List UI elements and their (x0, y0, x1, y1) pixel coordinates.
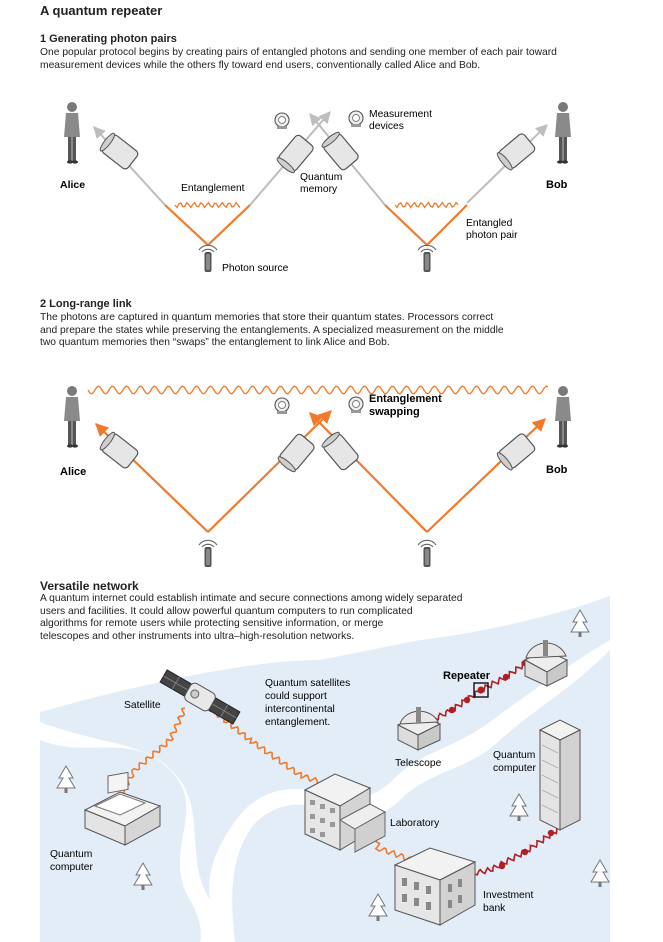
telescope-icon (396, 707, 442, 751)
section2-desc-line1: The photons are captured in quantum memo… (40, 312, 494, 323)
quantum-computer-right-icon (538, 719, 582, 831)
bob-label-2: Bob (546, 464, 568, 476)
investment-bank-icon (393, 847, 477, 926)
investment-bank-label-1: Investment (483, 890, 534, 901)
satellite-note-3: intercontinental (265, 704, 335, 715)
section1-desc-line2: measurement devices while the others fly… (40, 59, 481, 71)
repeater-node-icon (477, 686, 485, 694)
alice-label: Alice (60, 179, 85, 191)
quantum-computer-left-icon (83, 771, 162, 846)
section2-heading: 2 Long-range link (40, 298, 132, 310)
section1-diagram: Alice Bob Entanglement Quantum memory Me… (60, 102, 571, 274)
quantum-computer-left-label-2: computer (50, 862, 93, 873)
laboratory-icon (303, 773, 387, 853)
quantum-memory-label-1: Quantum (300, 172, 342, 183)
swap-detector-right-icon (348, 396, 364, 414)
link-to-swap-left (309, 412, 428, 533)
satellite-icon (159, 669, 241, 725)
memory-center-right (319, 129, 361, 172)
detector-right-icon (348, 110, 364, 128)
repeater-nodes (448, 659, 555, 870)
alice-memory-2 (97, 430, 140, 471)
section3-desc-line2: users and facilities. It could allow pow… (40, 605, 413, 617)
alice-figure (64, 102, 80, 164)
entanglement-label: Entanglement (181, 183, 245, 194)
section3-desc-line4: telescopes and other instruments into ul… (40, 630, 355, 642)
section3-desc-line3: algorithms for remote users while protec… (40, 618, 384, 629)
section3-heading: Versatile network (40, 579, 139, 593)
telescope-label: Telescope (395, 758, 442, 769)
section1-desc-line1: One popular protocol begins by creating … (40, 47, 557, 58)
measurement-devices-label-1: Measurement (369, 109, 432, 120)
link-quantum-computer-bank (475, 826, 561, 876)
investment-bank-label-2: bank (483, 903, 506, 914)
detector-left-icon (274, 112, 290, 130)
satellite-note-1: Quantum satellites (265, 678, 350, 689)
link-to-swap-right (207, 410, 332, 533)
swapping-label-1: Entanglement (369, 393, 442, 405)
satellite-note-2: could support (265, 691, 327, 702)
entangled-pair-label-1: Entangled (466, 218, 513, 229)
long-range-entanglement-wave (87, 385, 549, 395)
measurement-devices-label-2: devices (369, 121, 404, 132)
photon-source-right-icon (417, 244, 437, 273)
page-title: A quantum repeater (40, 3, 163, 18)
bob-figure-2 (555, 386, 571, 448)
observatory-icon (523, 640, 569, 687)
quantum-computer-left-label-1: Quantum (50, 849, 92, 860)
section2-diagram: Alice Bob Entanglement swapping (60, 385, 571, 568)
swapping-label-2: swapping (369, 406, 420, 418)
section2-desc-line3: two quantum memories then “swaps” the en… (40, 337, 390, 348)
bob-memory (494, 131, 537, 173)
bob-figure (555, 102, 571, 164)
quantum-memory-label-2: memory (300, 184, 338, 195)
photon-source-right-2-icon (417, 539, 437, 568)
river (40, 640, 610, 942)
satellite-note-4: entanglement. (265, 717, 330, 728)
swap-memory-right (319, 429, 361, 472)
section1-heading: 1 Generating photon pairs (40, 33, 177, 45)
entangled-pair-label-2: photon pair (466, 230, 518, 241)
bob-memory-2 (494, 431, 537, 473)
bob-label: Bob (546, 179, 568, 191)
link-to-bob (426, 418, 546, 533)
swap-memory-left (275, 432, 317, 475)
right-pair-beams (384, 204, 468, 247)
photon-source-left-2-icon (198, 539, 218, 568)
photon-source-left-icon (198, 244, 218, 273)
photon-source-label: Photon source (222, 263, 289, 274)
laboratory-label: Laboratory (390, 818, 440, 829)
section3-network: Satellite Quantum satellites could suppo… (40, 596, 610, 942)
satellite-label: Satellite (124, 700, 161, 711)
link-satellite-laboratory (209, 708, 320, 785)
alice-label-2: Alice (60, 466, 86, 478)
alice-figure-2 (64, 386, 80, 448)
section3-desc-line1: A quantum internet could establish intim… (40, 593, 463, 604)
left-pair-beams (164, 204, 251, 247)
quantum-computer-right-label-1: Quantum (493, 750, 535, 761)
entanglement-wave-right (394, 201, 459, 209)
repeater-box (473, 682, 489, 698)
repeater-label: Repeater (443, 670, 491, 682)
section2-desc-line2: and prepare the states while preserving … (40, 324, 504, 336)
quantum-computer-right-label-2: computer (493, 763, 536, 774)
entanglement-wave-left (174, 201, 241, 209)
swap-detector-left-icon (274, 397, 290, 415)
